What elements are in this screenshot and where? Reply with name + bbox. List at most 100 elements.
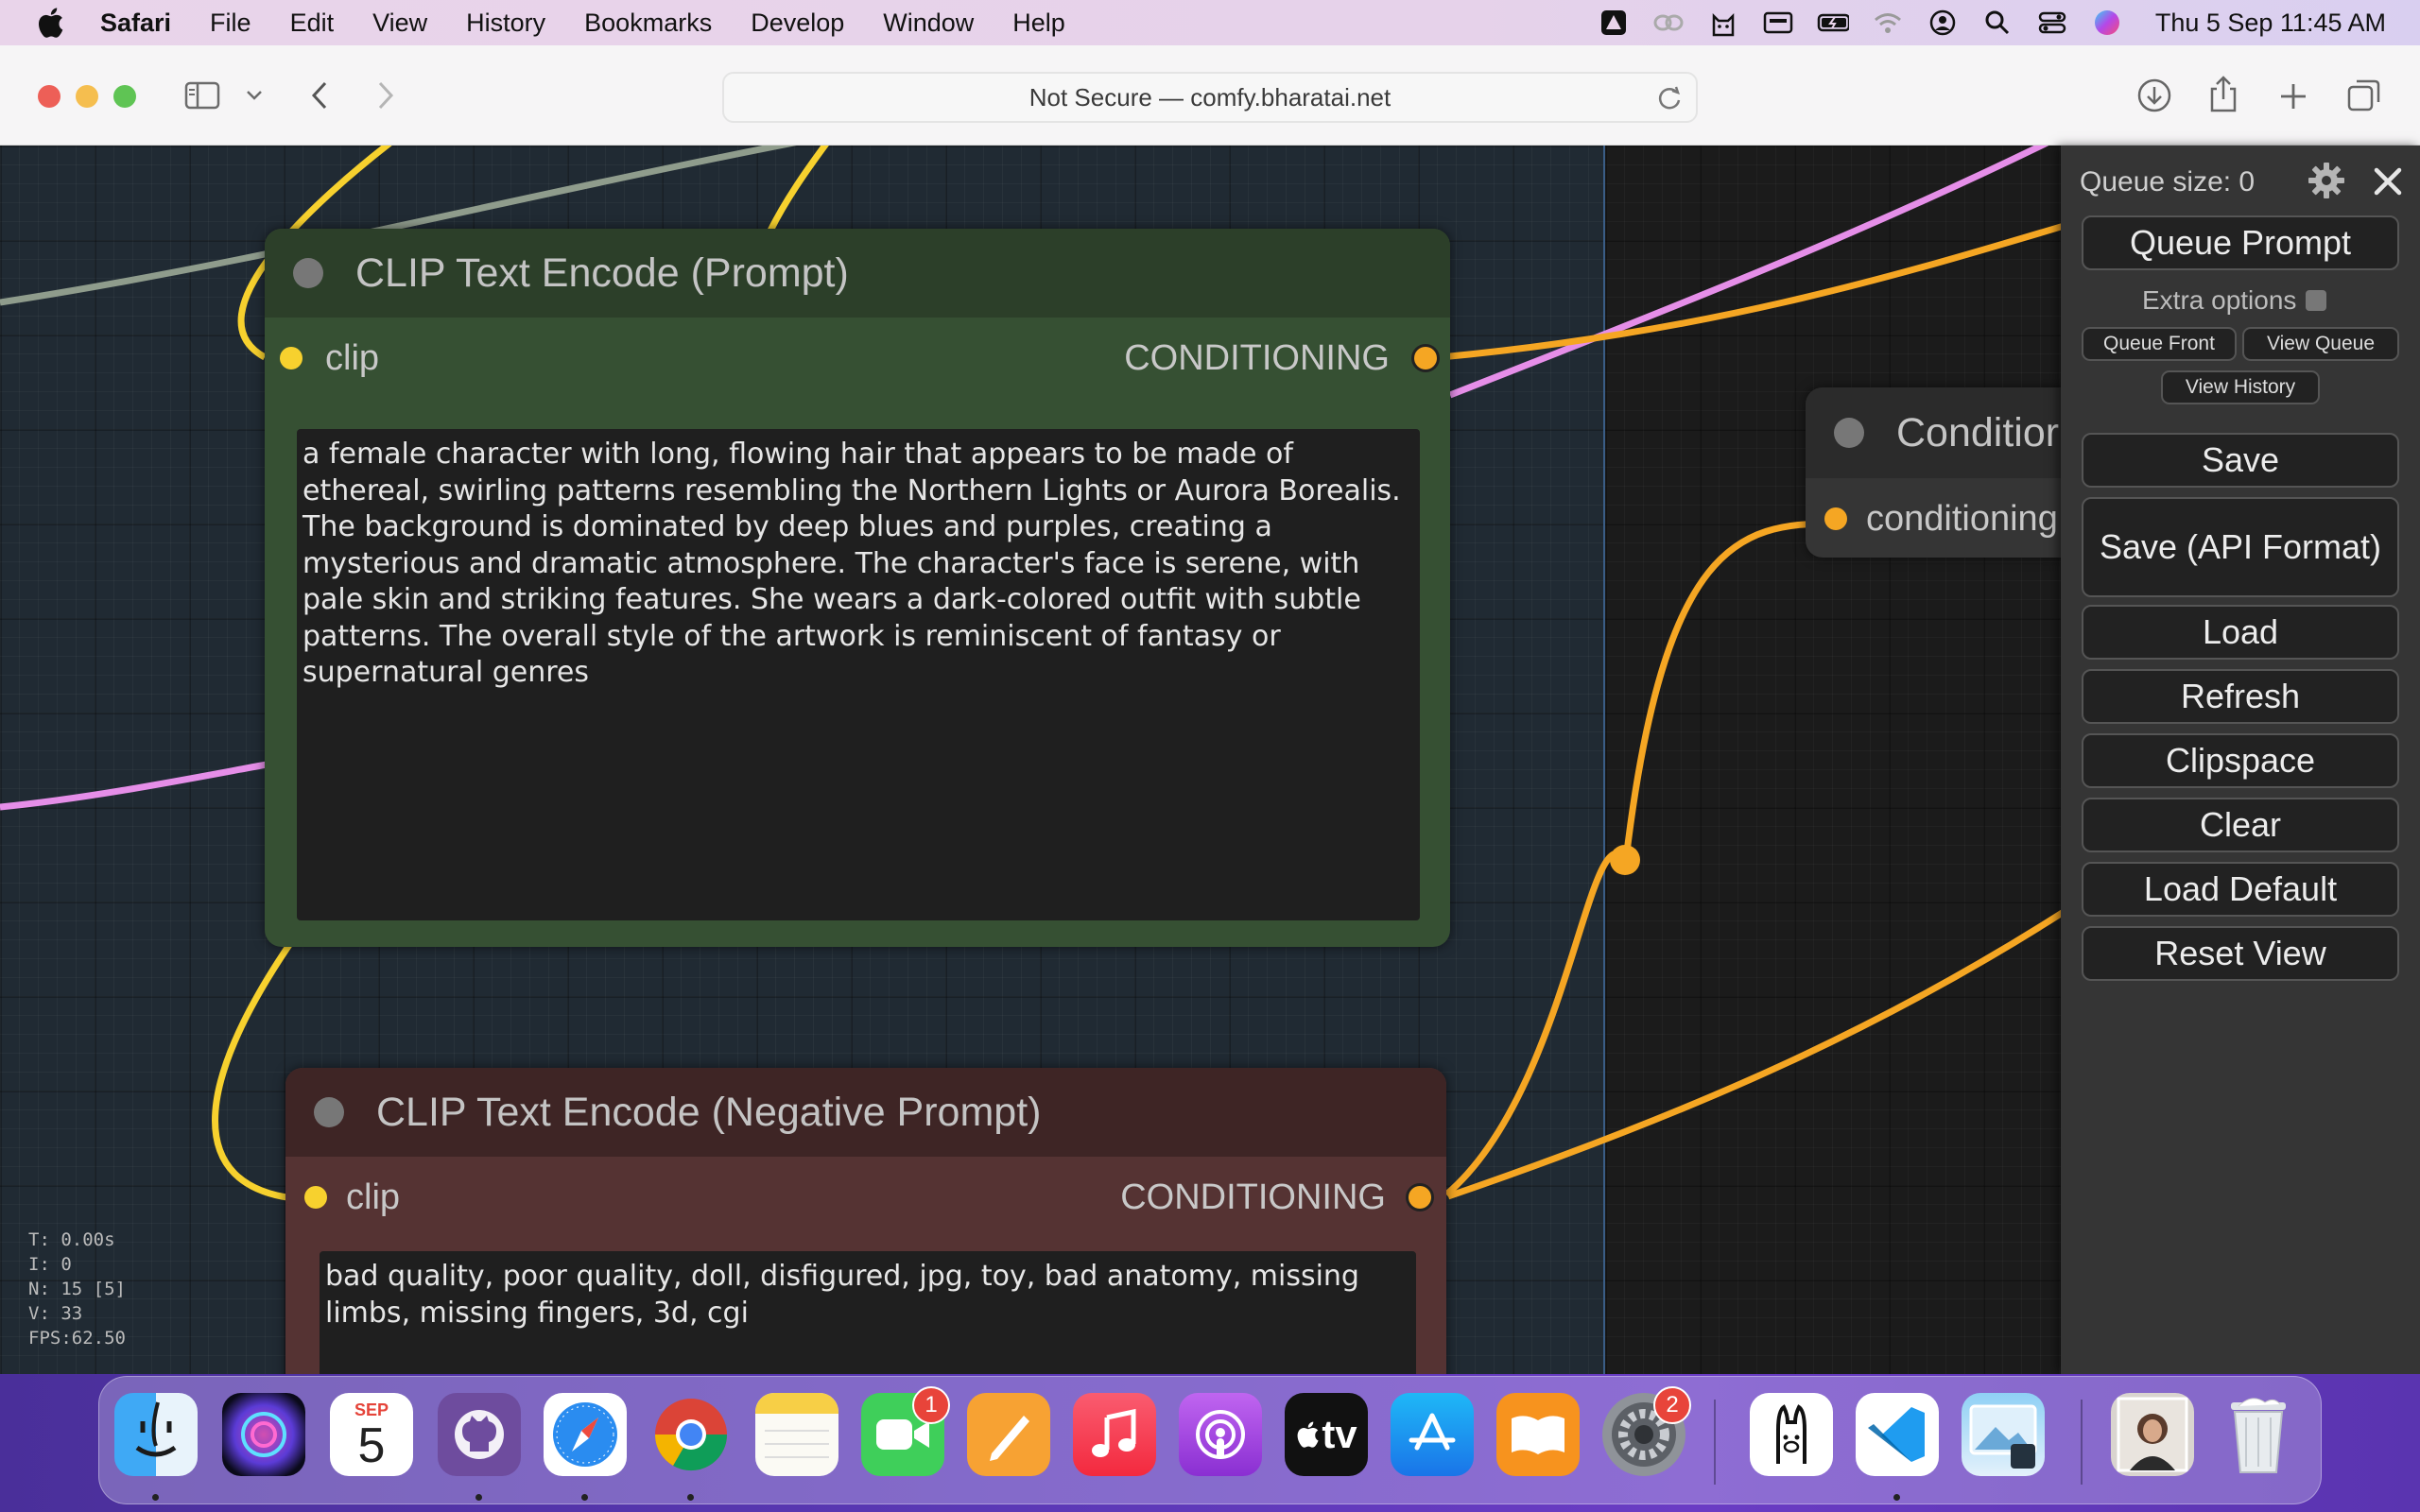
siri-icon[interactable] [2091,9,2123,37]
stat-v: V: 33 [28,1303,83,1324]
tab-overview-icon[interactable] [2344,76,2384,115]
extra-options-checkbox[interactable] [2306,290,2327,311]
podcasts-icon[interactable] [1179,1393,1262,1476]
menu-develop[interactable]: Develop [751,8,845,37]
clip-input-label: clip [346,1177,401,1217]
facetime-badge: 1 [912,1386,950,1424]
queue-size-label: Queue size: 0 [2080,166,2256,198]
menu-file[interactable]: File [210,8,251,37]
drive-icon[interactable] [1598,9,1630,37]
extra-options-toggle[interactable]: Extra options [2142,285,2327,316]
menu-edit[interactable]: Edit [289,8,335,37]
zoom-window-button[interactable] [113,85,136,108]
menu-help[interactable]: Help [1012,8,1065,37]
queue-prompt-button[interactable]: Queue Prompt [2082,215,2399,270]
spotlight-search-icon[interactable] [1981,9,2014,37]
gear-icon[interactable] [2307,161,2346,200]
forward-button[interactable] [371,77,401,113]
reload-icon[interactable] [1656,85,1683,112]
node-header[interactable]: CLIP Text Encode (Negative Prompt) [285,1068,1446,1157]
save-api-format-button[interactable]: Save (API Format) [2082,497,2399,597]
pages-icon[interactable] [967,1393,1050,1476]
calendar-icon[interactable]: SEP 5 [330,1393,413,1476]
node-collapse-dot[interactable] [293,258,323,288]
back-button[interactable] [304,77,335,113]
conditioning-output-label: CONDITIONING [1120,1177,1386,1217]
books-icon[interactable] [1496,1393,1580,1476]
close-window-button[interactable] [38,85,60,108]
conditioning-output-slot[interactable] [1414,347,1437,369]
save-button[interactable]: Save [2082,433,2399,488]
wifi-icon[interactable] [1872,9,1904,37]
menu-bookmarks[interactable]: Bookmarks [584,8,713,37]
apple-menu-icon[interactable] [36,7,70,39]
comfy-menu-panel: Queue size: 0 Queue Prompt Extra options… [2061,146,2420,1374]
apple-tv-icon[interactable]: tv [1285,1393,1368,1476]
creative-cloud-icon[interactable] [1652,9,1685,37]
clip-text-encode-negative-node[interactable]: CLIP Text Encode (Negative Prompt) clip … [285,1068,1446,1374]
node-collapse-dot[interactable] [1834,418,1864,448]
share-icon[interactable] [2204,74,2242,115]
close-icon[interactable] [2369,163,2407,200]
conditioning-output-slot[interactable] [1409,1186,1431,1209]
clip-input-slot[interactable] [280,347,302,369]
dock-separator [1714,1400,1716,1485]
conditioning-node[interactable]: Conditior conditioning [1806,387,2061,558]
running-indicator [152,1494,159,1501]
downloads-icon[interactable] [2135,76,2174,115]
queue-front-button[interactable]: Queue Front [2082,327,2237,361]
music-icon[interactable] [1073,1393,1156,1476]
ollama-icon[interactable] [1750,1393,1833,1476]
battery-icon[interactable] [1817,9,1849,37]
clip-input-slot[interactable] [304,1186,327,1209]
load-default-button[interactable]: Load Default [2082,862,2399,917]
conditioning-input-slot[interactable] [1824,507,1847,530]
photo-stack-icon[interactable] [2111,1393,2194,1476]
system-settings-badge: 2 [1653,1386,1691,1424]
minimize-window-button[interactable] [76,85,98,108]
clipspace-button[interactable]: Clipspace [2082,733,2399,788]
prompt-text-input[interactable]: a female character with long, flowing ha… [297,429,1420,920]
menu-app-name[interactable]: Safari [100,8,172,37]
control-center-icon[interactable] [2036,9,2068,37]
node-graph-canvas[interactable]: CLIP Text Encode (Prompt) clip CONDITION… [0,146,2061,1374]
refresh-button[interactable]: Refresh [2082,669,2399,724]
menu-clock[interactable]: Thu 5 Sep 11:45 AM [2154,8,2386,37]
clear-button[interactable]: Clear [2082,798,2399,852]
node-io-row: conditioning [1806,478,2061,558]
keyboard-icon[interactable] [1762,9,1794,37]
address-bar[interactable]: Not Secure — comfy.bharatai.net [722,72,1698,123]
node-collapse-dot[interactable] [314,1097,344,1127]
stat-i: I: 0 [28,1254,72,1275]
calendar-month: SEP [354,1400,389,1419]
status-area: Thu 5 Sep 11:45 AM [1575,0,2420,45]
notes-icon[interactable] [755,1393,838,1476]
sidebar-toggle-icon[interactable] [183,79,221,112]
menu-history[interactable]: History [466,8,546,37]
chrome-icon[interactable] [649,1393,733,1476]
chevron-down-icon[interactable] [244,85,265,106]
load-button[interactable]: Load [2082,605,2399,660]
clip-text-encode-positive-node[interactable]: CLIP Text Encode (Prompt) clip CONDITION… [265,229,1450,947]
negative-prompt-text-input[interactable]: bad quality, poor quality, doll, disfigu… [320,1251,1416,1374]
cat-icon[interactable] [1707,9,1739,37]
dock-separator [2081,1400,2083,1485]
github-desktop-icon[interactable] [438,1393,521,1476]
new-tab-icon[interactable] [2274,77,2312,115]
node-header[interactable]: CLIP Text Encode (Prompt) [265,229,1450,318]
finder-icon[interactable] [114,1393,198,1476]
view-history-button[interactable]: View History [2161,370,2320,404]
reset-view-button[interactable]: Reset View [2082,926,2399,981]
facetime-icon[interactable] [861,1393,944,1476]
siri-app-icon[interactable] [222,1393,305,1476]
vscode-icon[interactable] [1856,1393,1939,1476]
preview-icon[interactable] [1962,1393,2045,1476]
safari-icon[interactable] [544,1393,627,1476]
node-header[interactable]: Conditior [1806,387,2061,478]
menu-view[interactable]: View [372,8,428,37]
menu-window[interactable]: Window [883,8,975,37]
trash-icon[interactable] [2217,1393,2300,1476]
view-queue-button[interactable]: View Queue [2242,327,2399,361]
app-store-icon[interactable] [1391,1393,1474,1476]
user-account-icon[interactable] [1927,9,1959,37]
